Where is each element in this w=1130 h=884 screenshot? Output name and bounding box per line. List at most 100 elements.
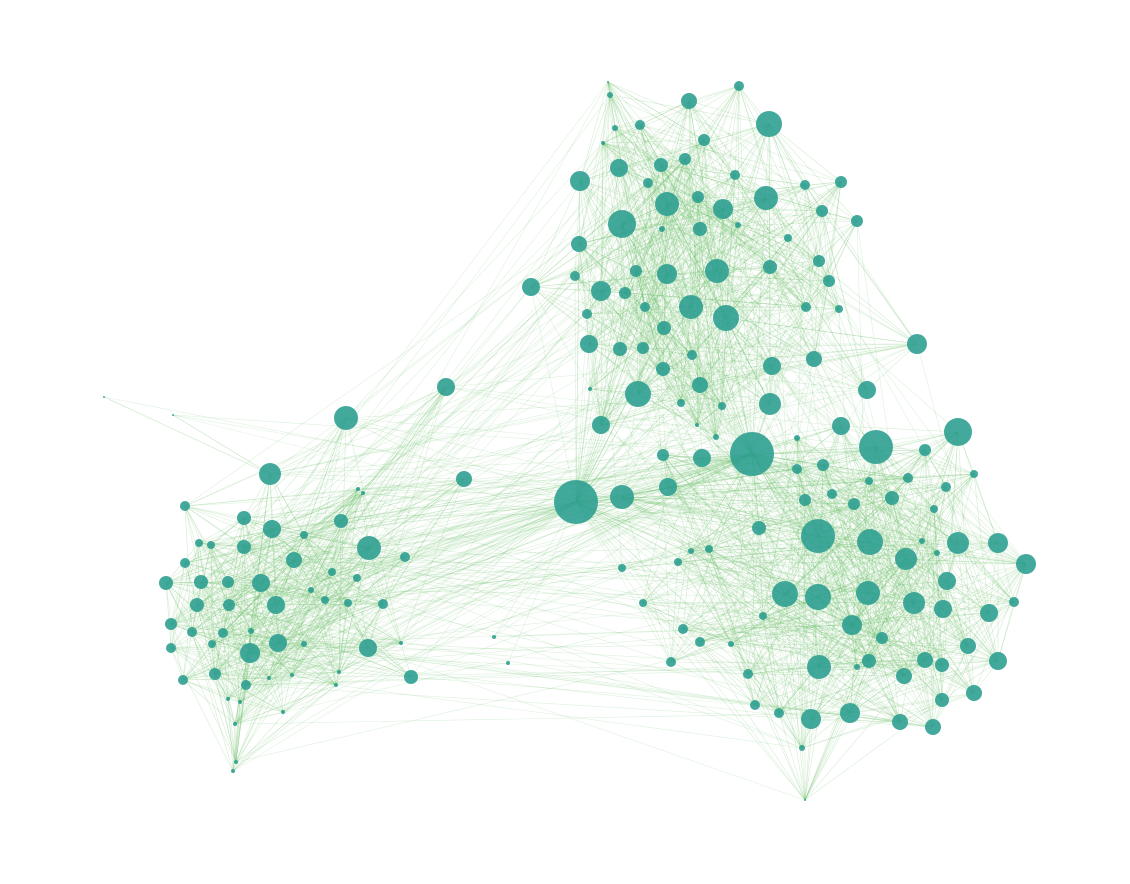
graph-edge [682,535,819,630]
graph-edge [579,180,840,310]
graph-edge [891,497,935,510]
graph-node [713,199,733,219]
graph-edge [762,615,943,701]
graph-edge [575,180,581,503]
graph-edge [635,203,668,272]
graph-edge [338,520,342,673]
graph-edge [762,425,842,617]
graph-edge [941,660,999,666]
graph-edge [813,181,842,360]
graph-node [456,471,472,487]
graph-edge [690,446,877,552]
graph-edge [691,197,767,356]
graph-edge [191,604,230,633]
graph-edge [667,486,893,499]
graph-edge [708,548,749,675]
graph-edge [575,501,935,510]
graph-edge [762,615,934,728]
graph-edge [831,493,858,668]
graph-edge [661,197,767,230]
graph-node [840,703,860,723]
graph-edge [699,542,999,643]
graph-edge [822,464,909,479]
graph-edge [642,208,724,349]
graph-edge [768,123,918,345]
graph-edge [725,237,789,319]
graph-edge [575,139,705,503]
graph-edge [828,280,918,345]
graph-edge [103,396,271,475]
graph-edge [575,501,851,714]
graph-node [570,171,590,191]
graph-edge [699,280,830,386]
graph-node [805,584,831,610]
graph-edge [235,488,359,763]
graph-edge [530,228,663,288]
graph-edge [602,142,686,160]
graph-edge [867,592,1015,603]
graph-edge [666,203,823,212]
graph-edge [196,520,342,606]
graph-edge [268,671,340,679]
graph-edge [725,317,753,455]
graph-node [659,226,665,232]
graph-edge [903,675,934,728]
graph-edge [725,317,771,405]
graph-edge [662,454,692,552]
graph-edge [751,449,926,455]
graph-edge [282,417,347,713]
graph-edge [747,664,943,675]
graph-edge [933,508,999,662]
graph-edge [699,228,870,662]
graph-edge [235,473,271,763]
graph-edge [684,158,780,714]
graph-edge [170,417,347,625]
graph-edge [821,210,858,222]
graph-edge [191,631,237,763]
graph-edge [200,581,340,673]
graph-edge [818,477,909,668]
graph-edge [579,180,723,407]
graph-node [1009,597,1019,607]
graph-edge [784,593,943,701]
graph-edge [666,273,830,282]
graph-edge [340,520,384,605]
graph-edge [191,631,820,668]
graph-edge [647,123,770,184]
graph-edge [607,81,705,141]
graph-edge [575,308,840,503]
graph-node [896,668,912,684]
graph-edge [170,528,273,625]
graph-edge [250,630,270,679]
graph-edge [228,517,245,606]
graph-edge [324,599,337,686]
graph-edge [804,184,815,360]
graph-node [437,378,455,396]
graph-edge [198,542,245,548]
graph-edge [200,581,883,639]
graph-edge [588,343,732,645]
graph-edge [697,196,771,268]
graph-edge [667,486,870,662]
graph-edge [357,468,798,490]
graph-edge [340,520,786,595]
graph-node [938,572,956,590]
graph-edge [250,473,271,632]
graph-edge [639,124,662,166]
graph-edge [621,453,753,569]
graph-edge [804,666,858,801]
graph-edge [703,139,717,438]
graph-edge [275,556,406,606]
graph-edge [924,449,943,701]
graph-node [643,178,653,188]
graph-edge [303,534,333,573]
graph-edge [721,280,830,407]
graph-edge [282,501,577,713]
graph-edge [588,273,668,345]
graph-edge [699,197,767,230]
graph-edge [924,552,938,661]
graph-edge [849,602,915,714]
graph-edge [933,508,1015,603]
graph-edge [699,596,819,643]
graph-edge [575,208,724,503]
